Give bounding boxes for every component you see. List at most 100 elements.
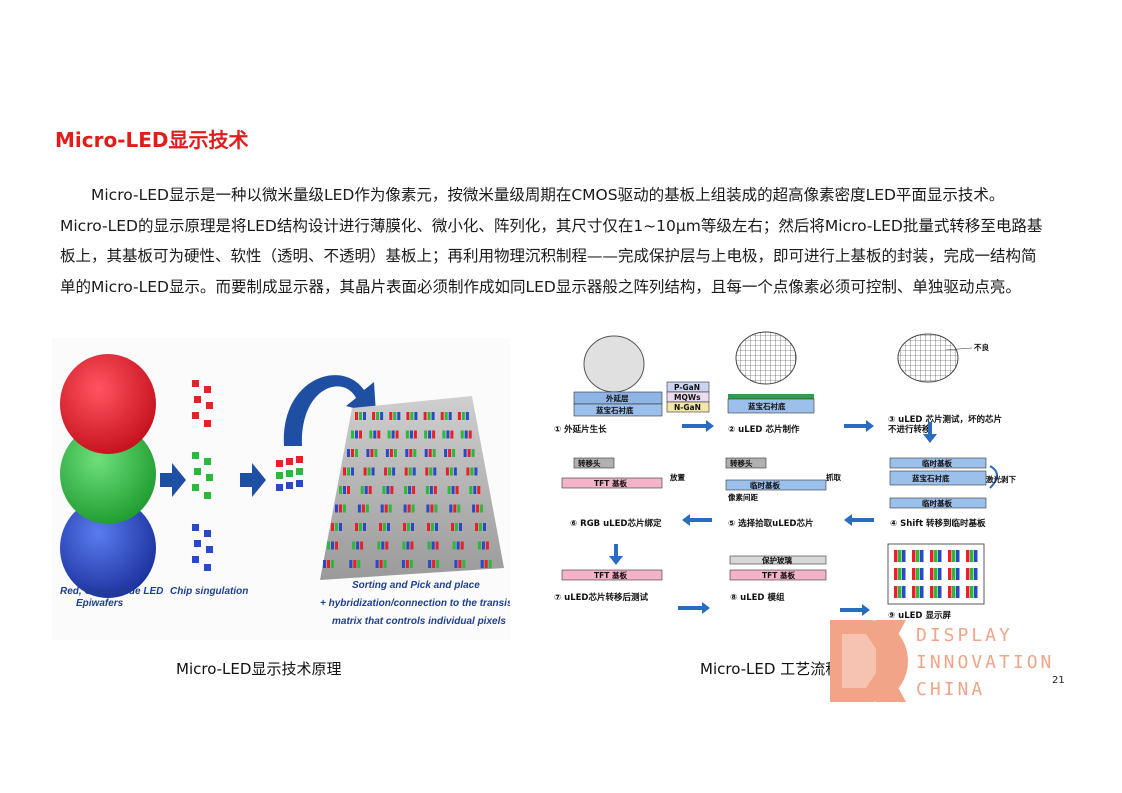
matrix-led bbox=[363, 412, 366, 420]
matrix-led bbox=[424, 430, 428, 439]
matrix-led bbox=[397, 412, 401, 420]
matrix-led bbox=[463, 449, 467, 457]
screen-pixel bbox=[930, 568, 934, 580]
matrix-led bbox=[366, 449, 370, 457]
matrix-led bbox=[331, 541, 334, 550]
matrix-led bbox=[468, 430, 472, 439]
matrix-led bbox=[454, 560, 458, 568]
matrix-led bbox=[428, 430, 432, 439]
matrix-led bbox=[355, 449, 358, 457]
matrix-led bbox=[347, 449, 350, 457]
screen-pixel bbox=[956, 550, 960, 562]
epi-layer-label: 外延层 bbox=[606, 393, 629, 403]
matrix-led bbox=[335, 523, 338, 531]
matrix-led bbox=[377, 541, 381, 550]
green-epiwafer-icon bbox=[60, 424, 156, 524]
matrix-led bbox=[391, 430, 395, 439]
tft-substrate-label: TFT 基板 bbox=[594, 570, 627, 580]
matrix-led bbox=[449, 504, 453, 513]
matrix-led bbox=[376, 412, 380, 420]
matrix-led bbox=[331, 523, 334, 531]
temp-substrate-label: 临时基板 bbox=[922, 458, 952, 468]
tested-wafer-icon bbox=[897, 333, 959, 383]
matrix-led bbox=[442, 430, 446, 439]
matrix-led bbox=[458, 560, 462, 568]
tft-substrate-label: TFT 基板 bbox=[594, 478, 627, 488]
matrix-led bbox=[406, 412, 410, 420]
matrix-led bbox=[392, 467, 396, 476]
matrix-led bbox=[440, 412, 444, 420]
screen-pixel bbox=[974, 550, 978, 562]
matrix-led bbox=[372, 412, 376, 420]
matrix-led bbox=[424, 449, 428, 457]
matrix-led bbox=[357, 504, 361, 513]
page-title: Micro-LED显示技术 bbox=[55, 128, 249, 152]
rgb-pixel-group-icon bbox=[276, 456, 303, 491]
blue-epiwafer-icon bbox=[60, 498, 156, 598]
matrix-led bbox=[364, 486, 368, 494]
matrix-led bbox=[451, 523, 454, 531]
matrix-led bbox=[410, 412, 414, 420]
matrix-led bbox=[444, 449, 448, 457]
matrix-led bbox=[389, 412, 393, 420]
matrix-led bbox=[484, 560, 488, 568]
matrix-led bbox=[355, 412, 358, 420]
sapphire-label: 蓝宝石衬底 bbox=[912, 473, 950, 483]
matrix-led bbox=[410, 541, 414, 550]
matrix-led bbox=[414, 412, 418, 420]
step9-label: ⑨ uLED 显示屏 bbox=[888, 611, 951, 621]
matrix-led bbox=[393, 449, 397, 457]
matrix-led bbox=[479, 523, 482, 531]
matrix-led bbox=[389, 449, 393, 457]
matrix-led bbox=[432, 430, 436, 439]
page-number: 21 bbox=[1052, 675, 1065, 686]
matrix-led bbox=[356, 541, 360, 550]
matrix-led bbox=[404, 486, 408, 494]
screen-pixel bbox=[938, 586, 942, 598]
matrix-led bbox=[335, 541, 338, 550]
step3-label-2: 不进行转移 bbox=[888, 424, 931, 435]
matrix-led bbox=[471, 449, 475, 457]
matrix-led bbox=[363, 523, 366, 531]
matrix-led bbox=[409, 449, 413, 457]
matrix-led bbox=[485, 541, 489, 550]
matrix-led bbox=[408, 467, 412, 476]
logo-text-line: DISPLAY bbox=[916, 625, 1013, 646]
matrix-led bbox=[459, 523, 462, 531]
screen-pixel bbox=[974, 586, 978, 598]
matrix-led bbox=[353, 560, 357, 568]
matrix-led bbox=[359, 523, 362, 531]
matrix-led bbox=[375, 560, 379, 568]
screen-pixel bbox=[898, 550, 902, 562]
matrix-led bbox=[405, 560, 409, 568]
matrix-led bbox=[469, 486, 473, 494]
sapphire-label: 蓝宝石衬底 bbox=[596, 405, 634, 415]
arrow-icon bbox=[682, 420, 714, 432]
screen-pixel bbox=[920, 586, 924, 598]
chip-wafer-icon bbox=[735, 331, 797, 385]
matrix-led bbox=[339, 504, 342, 513]
matrix-led bbox=[408, 486, 412, 494]
body-paragraph: Micro-LED显示是一种以微米量级LED作为像素元，按微米量级周期在CMOS… bbox=[60, 180, 1050, 302]
matrix-led bbox=[406, 541, 410, 550]
matrix-led bbox=[405, 430, 409, 439]
matrix-led bbox=[413, 430, 417, 439]
matrix-led bbox=[360, 541, 364, 550]
chip-row bbox=[728, 394, 814, 399]
matrix-led bbox=[433, 467, 437, 476]
screen-pixel bbox=[894, 568, 898, 580]
screen-pixel bbox=[912, 550, 916, 562]
matrix-led bbox=[488, 560, 492, 568]
step5-label: ⑤ 选择拾取uLED芯片 bbox=[728, 518, 814, 529]
screen-pixel bbox=[948, 568, 952, 580]
matrix-led bbox=[448, 449, 452, 457]
matrix-led bbox=[475, 523, 478, 531]
matrix-led bbox=[351, 430, 354, 439]
matrix-led bbox=[347, 467, 350, 476]
matrix-led bbox=[435, 541, 439, 550]
red-epiwafer-icon bbox=[60, 354, 156, 454]
screen-pixel bbox=[898, 568, 902, 580]
matrix-led bbox=[461, 412, 465, 420]
matrix-led bbox=[380, 412, 384, 420]
matrix-led bbox=[429, 486, 433, 494]
